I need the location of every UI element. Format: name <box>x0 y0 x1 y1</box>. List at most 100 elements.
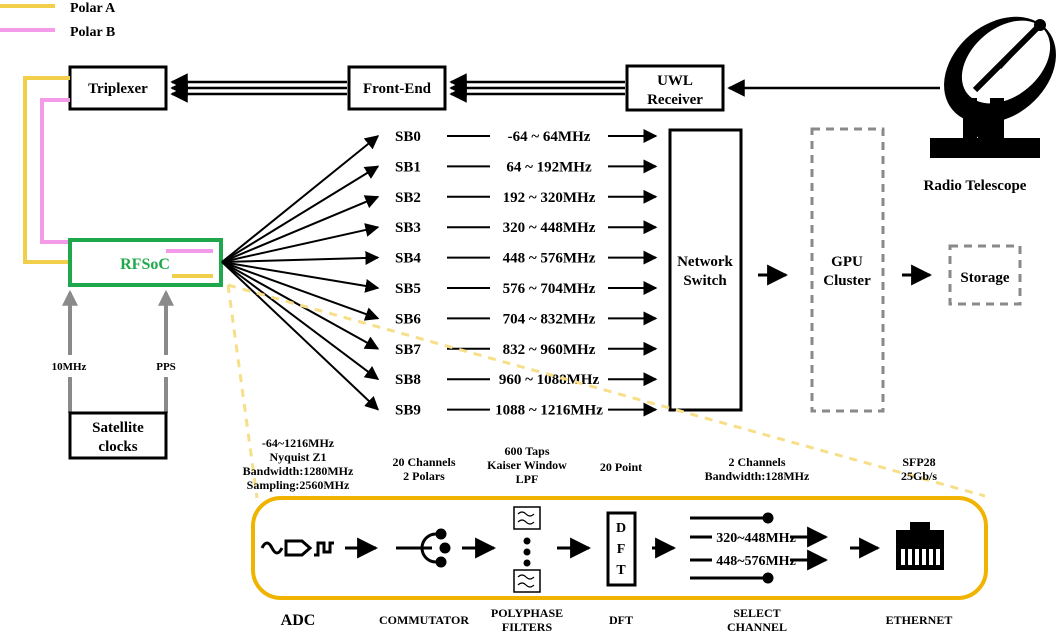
fan-arrow <box>221 261 380 321</box>
subband-range: 192 ~ 320MHz <box>503 190 596 206</box>
front-end-box: Front-End <box>347 65 447 111</box>
subband-name: SB3 <box>395 220 421 236</box>
select-channel-icon <box>690 512 829 584</box>
subband-range-bg <box>490 398 608 419</box>
subband-range: 1088 ~ 1216MHz <box>495 403 603 419</box>
subband-range: 960 ~ 1088MHz <box>499 372 600 388</box>
zoom-lines <box>226 283 986 499</box>
storage-box: Storage <box>948 244 1022 306</box>
fan-arrow <box>221 165 380 263</box>
param-commutator: 20 Channels <box>392 455 455 469</box>
subband-name: SB7 <box>395 342 421 358</box>
stage-label-commutator: COMMUTATOR <box>379 613 469 627</box>
ethernet-icon <box>896 522 944 570</box>
dft-letter-d: D <box>616 521 626 536</box>
subband-range-bg <box>490 185 608 206</box>
triplexer-box: Triplexer <box>68 65 168 111</box>
pps-bg <box>150 355 182 377</box>
subband-name: SB1 <box>395 159 421 175</box>
param-filters: Kaiser Window <box>487 458 567 472</box>
top-signal-arrows <box>170 73 940 103</box>
uwl-label-line2: Receiver <box>647 92 703 108</box>
uwl-receiver-box: UWL Receiver <box>625 64 725 112</box>
stage-label-select-1: SELECT <box>733 606 780 620</box>
param-commutator: 2 Polars <box>403 469 445 483</box>
storage-label: Storage <box>960 270 1009 286</box>
stage-label-filters-1: POLYPHASE <box>491 606 563 620</box>
param-filters: LPF <box>516 472 539 486</box>
subband-range-bg <box>490 155 608 176</box>
uwl-label-line1: UWL <box>657 73 693 89</box>
commutator-icon <box>396 528 451 568</box>
satellite-clocks-line2: clocks <box>98 439 137 455</box>
dft-letter-f: F <box>617 542 626 557</box>
subband-range-bg <box>490 337 608 358</box>
subband-fan-arrows <box>221 135 380 411</box>
subband-range-bg <box>490 125 608 145</box>
legend-label-polar-b: Polar B <box>70 25 115 40</box>
param-dft: 20 Point <box>600 460 642 474</box>
stage-label-adc: ADC <box>281 612 316 629</box>
dft-letter-t: T <box>616 563 626 578</box>
select-channel-1: 320~448MHz <box>716 531 796 546</box>
param-adc: Bandwidth:1280MHz <box>243 464 354 478</box>
polar-a-cable <box>23 76 70 264</box>
subband-name: SB4 <box>395 251 421 267</box>
satellite-clocks-line1: Satellite <box>92 420 144 436</box>
subband-range: 704 ~ 832MHz <box>503 311 596 327</box>
polyphase-filters-icon <box>513 506 541 593</box>
fan-arrow <box>221 135 380 263</box>
subband-name: SB8 <box>395 372 421 388</box>
fan-arrow <box>221 261 380 350</box>
fan-arrow <box>221 250 380 265</box>
subband-range: 448 ~ 576MHz <box>503 251 596 267</box>
fan-arrow <box>221 261 380 381</box>
legend-label-polar-a: Polar A <box>70 1 116 16</box>
subband-range-bg <box>490 246 608 267</box>
param-ethernet: 25Gb/s <box>901 469 937 483</box>
subband-range: 320 ~ 448MHz <box>503 220 596 236</box>
subband-name: SB9 <box>395 403 421 419</box>
subband-name: SB6 <box>395 311 421 327</box>
param-select: Bandwidth:128MHz <box>705 469 810 483</box>
rfsoc-box: RFSoC <box>68 238 223 287</box>
clock-lines <box>62 289 174 413</box>
stage-label-dft: DFT <box>609 613 633 627</box>
dft-block: D F T <box>606 511 637 587</box>
subband-range: 64 ~ 192MHz <box>506 159 592 175</box>
subband-name: SB2 <box>395 190 421 206</box>
legend: Polar A Polar B <box>0 1 116 40</box>
subband-range: 576 ~ 704MHz <box>503 281 596 297</box>
ref-10mhz-label: 10MHz <box>52 361 87 373</box>
radio-telescope-icon <box>930 16 1056 158</box>
subband-range-bg <box>490 277 608 297</box>
pps-label: PPS <box>156 361 176 373</box>
subband-range: -64 ~ 64MHz <box>508 129 591 145</box>
front-end-label: Front-End <box>363 81 432 97</box>
ref-10mhz-bg <box>45 355 93 377</box>
stage-label-ethernet: ETHERNET <box>886 613 953 627</box>
rfsoc-label: RFSoC <box>120 256 170 273</box>
param-adc: Sampling:2560MHz <box>247 478 350 492</box>
polar-b-cable <box>40 98 70 244</box>
radio-telescope-label: Radio Telescope <box>924 178 1027 194</box>
stage-label-filters-2: FILTERS <box>502 620 553 634</box>
network-switch-line1: Network <box>677 254 733 270</box>
param-adc: -64~1216MHz <box>262 436 335 450</box>
gpu-cluster-line2: Cluster <box>823 273 871 289</box>
fan-arrow <box>221 195 380 263</box>
select-channel-2: 448~576MHz <box>716 554 796 569</box>
subband-name: SB5 <box>395 281 421 297</box>
param-ethernet: SFP28 <box>902 455 935 469</box>
adc-icon <box>260 539 334 557</box>
fan-arrow <box>221 261 380 293</box>
subband-range-bg <box>490 307 608 328</box>
subband-range: 832 ~ 960MHz <box>503 342 596 358</box>
stage-label-select-2: CHANNEL <box>727 620 787 634</box>
subband-name: SB0 <box>395 129 421 145</box>
param-adc: Nyquist Z1 <box>269 450 326 464</box>
fan-arrow <box>221 261 380 411</box>
